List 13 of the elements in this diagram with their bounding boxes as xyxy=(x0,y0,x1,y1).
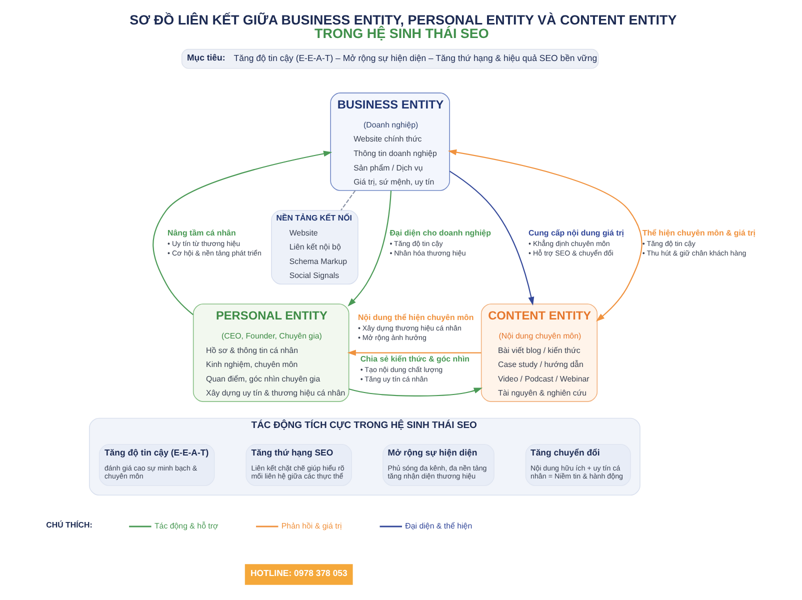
diagram-title: SƠ ĐỒ LIÊN KẾT GIỮA BUSINESS ENTITY, PERSONAL ENTITY VÀ CONTENT ENTITY TRONG HỆ SINH THÁI SEO xyxy=(130,12,677,41)
arrow xyxy=(348,388,483,396)
arrow xyxy=(152,150,332,316)
legend-label: Đại diện & thể hiện xyxy=(405,521,472,530)
connector xyxy=(340,190,356,210)
legend-label: Tác động & hỗ trợ xyxy=(154,521,218,530)
arrow xyxy=(448,149,642,322)
arrow xyxy=(347,350,482,356)
label: HOTLINE: 0978 378 053 xyxy=(250,568,348,578)
arrow xyxy=(449,170,534,306)
label: CHÚ THÍCH: xyxy=(46,520,92,530)
legend-label: Phản hồi & giá trị xyxy=(281,521,342,530)
arrow xyxy=(348,190,392,306)
